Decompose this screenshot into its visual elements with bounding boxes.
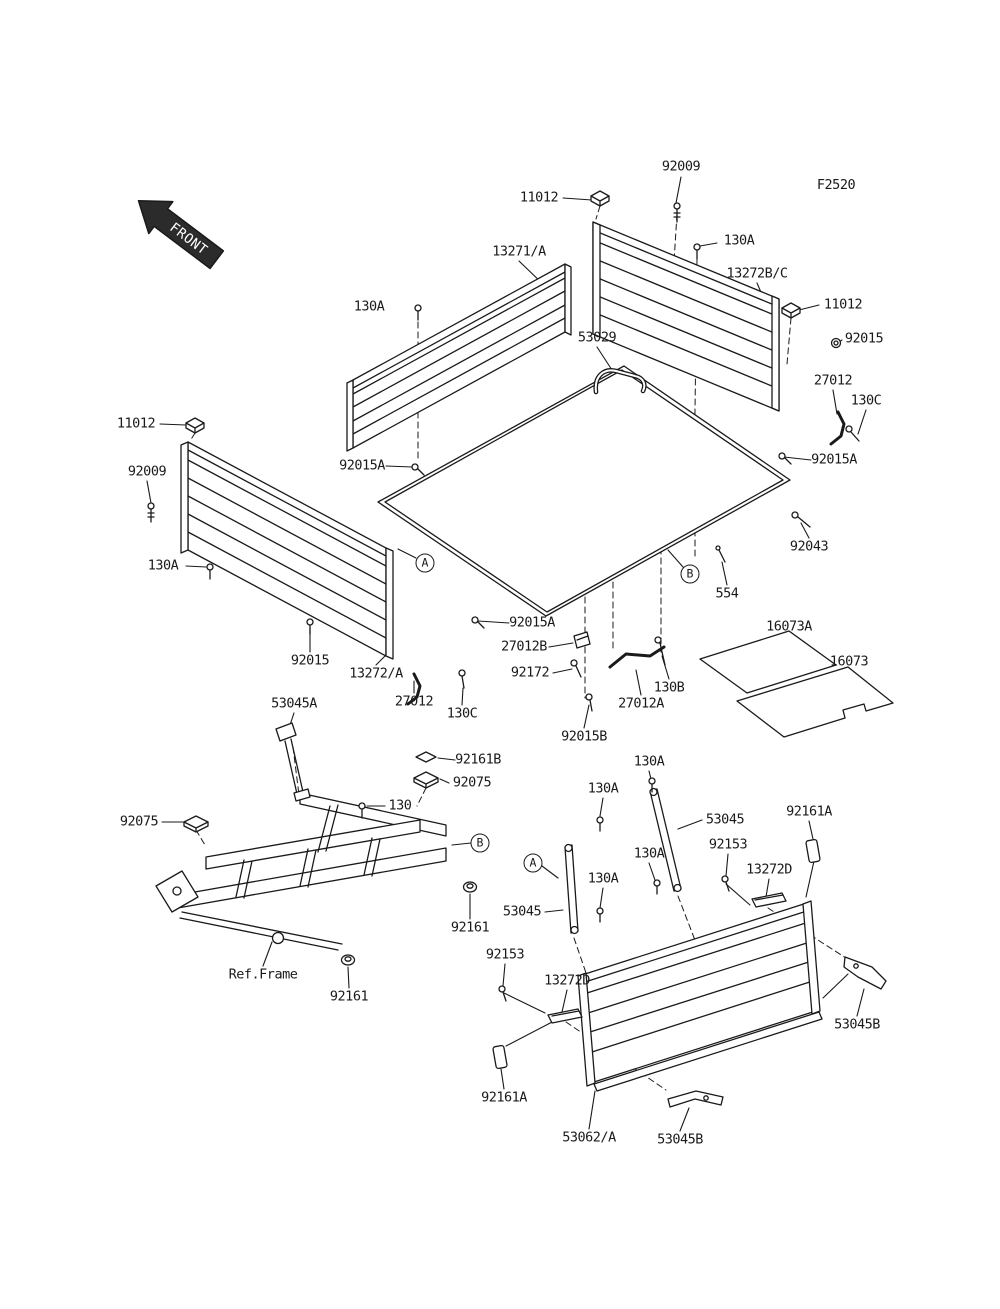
part-label-11012: 11012 [823,296,863,313]
floor-mat-16073a [699,630,837,694]
part-label-11012: 11012 [519,189,559,206]
part-label-130: 130 [388,797,412,814]
front-panel-13272a [180,441,394,660]
part-label-92161a: 92161A [481,1089,527,1106]
part-label-27012b: 27012B [501,638,547,655]
part-label-130c: 130C [850,392,882,409]
side-panel-13271 [346,263,572,452]
part-label-53045: 53045 [705,811,745,828]
plug-92161-left [340,954,356,966]
part-label-130c: 130C [446,705,478,722]
latch-lever-53045b-bottom [667,1090,724,1108]
part-label-53045: 53045 [502,903,542,920]
plug-92161-right [462,881,478,893]
part-label-92153: 92153 [485,946,525,963]
figure-code: F2520 [816,177,856,193]
part-label-92161: 92161 [329,988,369,1005]
part-label-130b: 130B [653,679,685,696]
part-label-130a: 130A [587,780,619,797]
part-label-92153: 92153 [708,836,748,853]
part-label-130a: 130A [587,870,619,887]
part-label-130a: 130A [633,845,665,862]
part-label-92161a: 92161A [786,803,832,820]
part-label-53045a: 53045A [271,695,317,712]
latch-lever-53045b-right [843,956,887,990]
part-label-92161b: 92161B [455,751,501,768]
part-label-13272b-c: 13272B/C [726,265,788,282]
part-label-11012: 11012 [116,415,156,432]
callout-a: A [415,553,435,573]
damper-92161a-left [492,1044,508,1070]
front-arrow: FRONT [137,199,225,270]
damper-92161a-right [805,838,821,864]
part-label-92161: 92161 [450,919,490,936]
hinge-27012-left [406,672,422,706]
tailgate-panel-53062 [577,900,823,1092]
part-label-130a: 130A [723,232,755,249]
bed-floor-53029 [377,365,791,617]
ref-frame-assembly [155,722,447,951]
part-label-13272d: 13272D [544,972,590,989]
part-label-92172: 92172 [510,664,550,681]
callout-b: B [680,564,700,584]
shim-92161b [415,751,437,763]
floor-mat-16073 [736,666,894,738]
bracket-13272d-right [751,892,787,908]
part-label-13272d: 13272D [746,861,792,878]
clip-27012b [573,631,591,649]
part-label-27012: 27012 [813,372,853,389]
part-label-92043: 92043 [789,538,829,555]
rear-panel-13272bc [592,221,780,412]
bracket-27012a [608,645,666,669]
part-label-92015b: 92015B [561,728,607,745]
part-label-53062-a: 53062/A [562,1129,616,1146]
part-label-27012a: 27012A [618,695,664,712]
part-label-554: 554 [715,585,739,602]
part-label-92009: 92009 [127,463,167,480]
callout-a: A [523,853,543,873]
part-label-92075: 92075 [119,813,159,830]
callout-b: B [470,833,490,853]
part-label-92015: 92015 [844,330,884,347]
cap-11012-top [590,190,610,207]
part-label-92015a: 92015A [811,451,857,468]
hinge-27012-right [829,410,846,446]
stay-53045-left [564,843,579,935]
part-label-27012: 27012 [394,693,434,710]
part-label-130a: 130A [353,298,385,315]
part-label-130a: 130A [147,557,179,574]
cap-11012-left [185,417,205,434]
cap-92075-left [183,815,209,833]
part-label-92015a: 92015A [509,614,555,631]
part-label-13271-a: 13271/A [492,243,546,260]
cap-92075-right [413,771,439,789]
part-label-92009: 92009 [661,158,701,175]
part-label-53045b: 53045B [834,1016,880,1033]
bracket-13272d-left [547,1008,583,1024]
part-label-53029: 53029 [577,329,617,346]
part-label-ref-frame: Ref.Frame [228,966,298,983]
part-label-16073a: 16073A [766,618,812,635]
part-label-13272-a: 13272/A [349,665,403,682]
hardware-fasteners [147,202,860,1002]
stay-53045-right [649,787,682,893]
part-label-16073: 16073 [829,653,869,670]
part-label-92015: 92015 [290,652,330,669]
cap-11012-right [781,302,801,319]
part-label-130a: 130A [633,753,665,770]
part-label-92075: 92075 [452,774,492,791]
part-label-53045b: 53045B [657,1131,703,1148]
part-label-92015a: 92015A [339,457,385,474]
